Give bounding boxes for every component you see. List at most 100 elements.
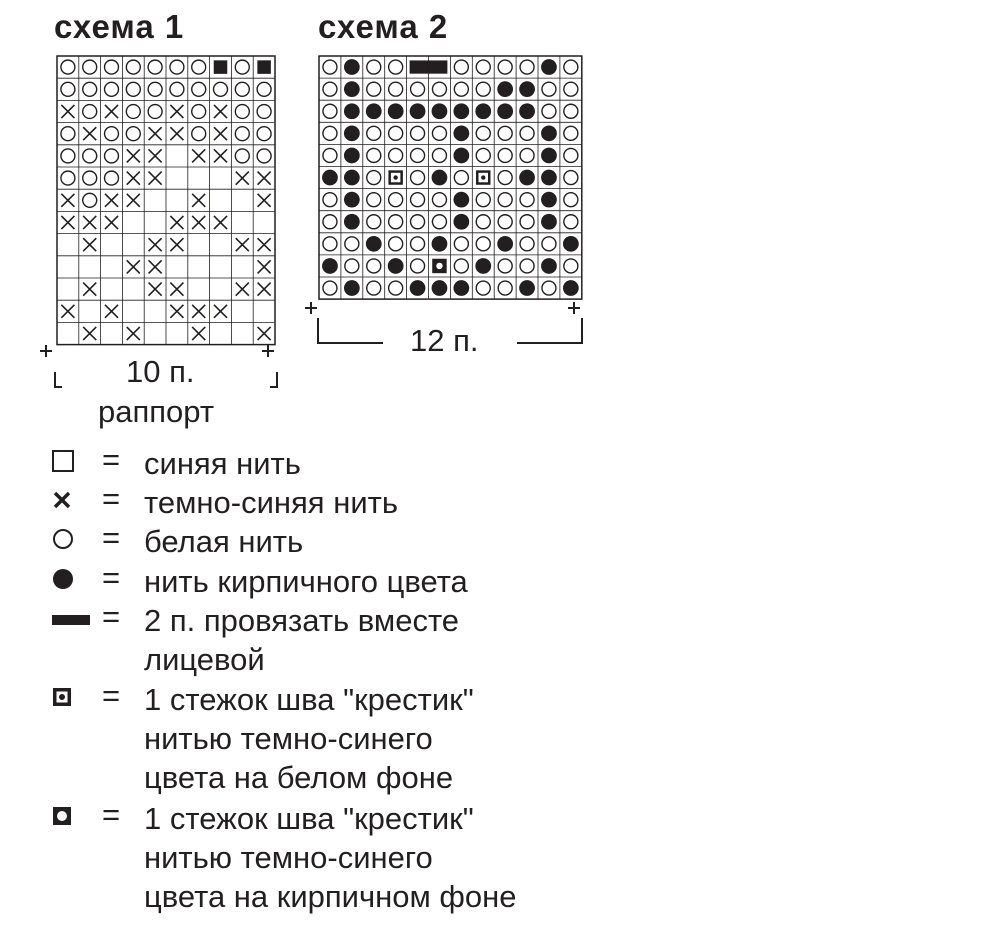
dot-in-square-dot xyxy=(481,175,486,180)
open-circle-symbol xyxy=(60,81,76,97)
legend-equals: = xyxy=(102,520,121,555)
open-circle-symbol xyxy=(519,147,535,164)
legend-text: белая нить xyxy=(144,524,304,559)
open-circle-symbol xyxy=(431,125,448,142)
open-circle-symbol xyxy=(322,125,338,142)
filled-circle-symbol xyxy=(541,258,557,274)
open-circle-symbol xyxy=(322,147,338,164)
cross-icon xyxy=(53,491,71,509)
filled-circle-symbol xyxy=(322,258,338,274)
open-circle-symbol xyxy=(475,280,491,296)
filled-circle-symbol xyxy=(431,103,448,120)
filled-circle-symbol xyxy=(409,280,426,296)
open-circle-symbol xyxy=(541,236,557,252)
open-circle-symbol xyxy=(103,126,120,142)
open-circle-symbol xyxy=(497,169,513,186)
open-circle-symbol xyxy=(366,258,382,274)
open-circle-symbol xyxy=(103,81,120,97)
open-circle-symbol xyxy=(387,59,404,75)
cross-symbol xyxy=(126,259,141,275)
legend-text: лицевой xyxy=(144,642,265,677)
open-circle-symbol xyxy=(125,59,141,75)
open-circle-symbol xyxy=(191,59,207,75)
cross-symbol xyxy=(82,215,97,230)
open-circle-symbol xyxy=(497,191,513,208)
legend-equals: = xyxy=(102,560,121,595)
open-circle-symbol xyxy=(82,59,98,75)
open-circle-symbol xyxy=(497,214,513,230)
cross-symbol xyxy=(213,215,228,230)
open-circle-symbol xyxy=(431,214,448,230)
cross-symbol xyxy=(126,193,141,208)
open-circle-symbol xyxy=(103,59,120,75)
open-circle-symbol xyxy=(234,148,250,164)
cross-symbol xyxy=(191,326,206,341)
filled-circle-symbol xyxy=(453,103,470,120)
filled-circle-symbol xyxy=(343,125,360,142)
chart-2-grid xyxy=(318,55,583,300)
cross-symbol xyxy=(169,126,185,141)
open-circle-symbol xyxy=(256,126,272,142)
open-circle-symbol xyxy=(519,191,535,208)
cross-symbol xyxy=(213,148,228,164)
cross-symbol xyxy=(191,148,206,164)
width-brackets xyxy=(40,302,583,388)
cross-symbol xyxy=(126,326,141,341)
open-circle-symbol xyxy=(60,170,76,186)
chart-1-right-plus xyxy=(262,345,274,357)
open-circle-symbol xyxy=(409,258,426,274)
filled-circle-symbol xyxy=(519,169,535,186)
cross-symbol xyxy=(256,259,272,275)
open-circle-symbol xyxy=(563,169,579,186)
open-circle-symbol xyxy=(366,280,382,296)
chart-2-width-bracket xyxy=(317,318,583,344)
legend-equals: = xyxy=(102,599,121,634)
cross-symbol xyxy=(213,304,228,319)
chart-1-title: схема 1 xyxy=(54,8,185,45)
filled-circle-symbol xyxy=(453,191,470,208)
chart-2-left-plus xyxy=(305,302,317,314)
open-circle-symbol xyxy=(563,191,579,208)
cross-symbol xyxy=(235,170,250,186)
open-circle-symbol xyxy=(344,258,360,274)
dot-in-square-icon xyxy=(53,688,71,706)
filled-circle-symbol xyxy=(343,213,360,230)
open-circle-symbol xyxy=(519,125,535,142)
filled-circle-symbol xyxy=(541,191,557,208)
cross-symbol xyxy=(82,126,97,141)
open-circle-symbol xyxy=(322,236,338,252)
filled-circle-symbol xyxy=(343,103,360,120)
filled-circle-symbol xyxy=(541,213,557,230)
open-circle-symbol xyxy=(387,191,404,208)
open-circle-symbol xyxy=(475,81,491,97)
cross-symbol xyxy=(169,304,185,319)
legend-equals: = xyxy=(102,797,121,832)
open-circle-symbol xyxy=(344,236,360,252)
open-circle-symbol xyxy=(387,81,404,97)
filled-square-symbol xyxy=(213,60,228,74)
repeat-label: раппорт xyxy=(98,394,215,429)
filled-circle-symbol xyxy=(453,213,470,230)
legend-equals: = xyxy=(102,442,121,477)
open-circle-symbol xyxy=(563,258,579,274)
open-circle-symbol xyxy=(519,236,535,252)
filled-circle-symbol xyxy=(431,280,448,296)
filled-circle-symbol xyxy=(343,81,360,98)
open-circle-symbol xyxy=(409,125,426,142)
hollow-in-square-icon xyxy=(53,807,71,825)
filled-circle-symbol xyxy=(497,103,514,120)
open-circle-symbol xyxy=(431,81,448,97)
open-circle-symbol xyxy=(563,147,579,164)
cross-symbol xyxy=(256,326,272,341)
hollow-in-square-hole xyxy=(436,262,443,270)
legend-equals: = xyxy=(102,481,121,516)
filled-circle-symbol xyxy=(387,103,404,120)
filled-circle-symbol xyxy=(365,235,382,252)
chart-2-width-label: 12 п. xyxy=(410,323,479,358)
open-circle-symbol xyxy=(387,147,404,164)
chart-2-right-plus xyxy=(568,302,580,314)
cross-symbol xyxy=(191,193,206,208)
legend-text: нить кирпичного цвета xyxy=(144,564,468,599)
open-circle-symbol xyxy=(191,81,207,97)
filled-circle-symbol xyxy=(453,125,470,142)
